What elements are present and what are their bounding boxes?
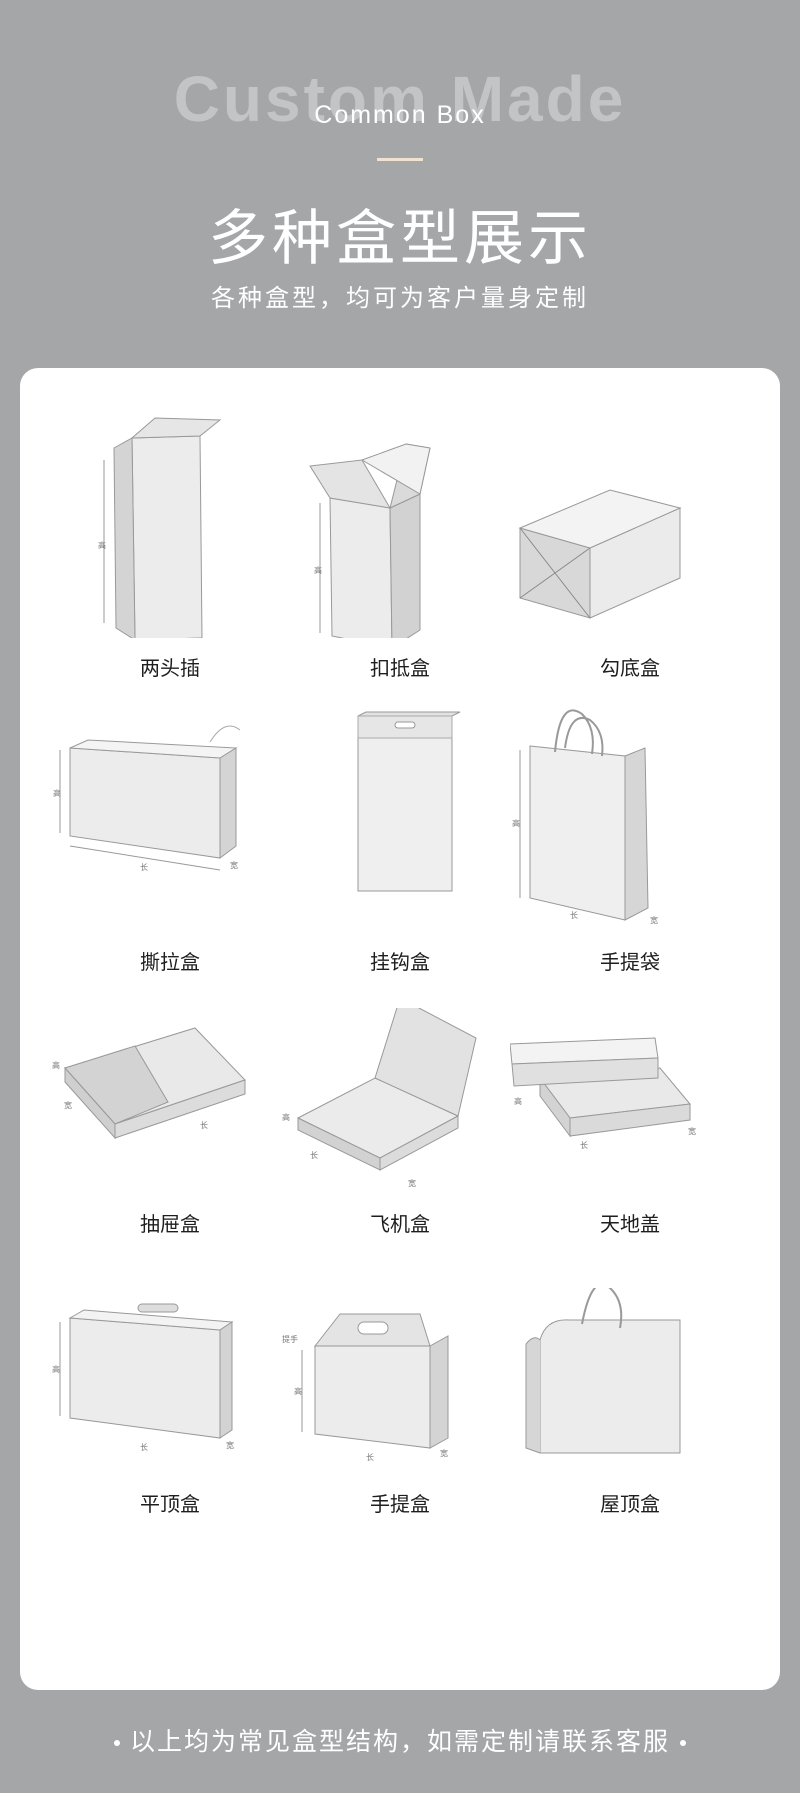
- dim-length-label: 长: [140, 1442, 148, 1452]
- box-label: 抽屉盒: [140, 1212, 200, 1236]
- box-card-gable-top: 屋顶盒: [510, 1288, 750, 1588]
- dim-height-label: 高: [52, 1364, 60, 1374]
- dim-width-label: 宽: [650, 915, 658, 925]
- bullet-dot-icon: [680, 1740, 686, 1746]
- dim-height-label: 高: [512, 818, 520, 828]
- box-card-lid-base: 高 长 宽 天地盖: [510, 1008, 750, 1308]
- dim-height-label: 高: [314, 565, 322, 575]
- box-label: 手提盒: [370, 1492, 430, 1516]
- box-label: 扣抵盒: [370, 656, 430, 680]
- dim-width-label: 宽: [230, 860, 238, 870]
- dim-width-label: 宽: [688, 1126, 696, 1136]
- box-label: 撕拉盒: [140, 950, 200, 974]
- box-label: 屋顶盒: [600, 1492, 660, 1516]
- dim-length-label: 长: [570, 910, 578, 920]
- header: Custom Made Common Box 多种盒型展示 各种盒型，均可为客户…: [0, 0, 800, 360]
- box-card-lock-bottom: 高 扣抵盒: [280, 408, 520, 708]
- title-divider: [377, 158, 423, 161]
- footer-text: 以上均为常见盒型结构，如需定制请联系客服: [129, 1727, 670, 1756]
- box-gallery-panel: 高 两头插 高 扣抵盒 勾底盒: [20, 368, 780, 1690]
- dim-width-label: 宽: [64, 1100, 72, 1110]
- box-label: 飞机盒: [370, 1212, 430, 1236]
- page-title: 多种盒型展示: [208, 204, 592, 274]
- dim-handle-label: 提手: [282, 1334, 298, 1344]
- box-card-drawer: 高 宽 长 抽屉盒: [50, 1008, 290, 1308]
- box-card-handle-box: 提手 高 长 宽 手提盒: [280, 1288, 520, 1588]
- dim-height-label: 高: [53, 788, 61, 798]
- dim-width-label: 宽: [440, 1448, 448, 1458]
- box-card-flat-top: 高 长 宽 平顶盒: [50, 1288, 290, 1588]
- hanger-box-icon: [357, 711, 461, 892]
- section-label: Common Box: [314, 101, 486, 129]
- dim-height-label: 高: [514, 1096, 522, 1106]
- gable-top-box-icon: [525, 1288, 681, 1454]
- tuck-end-box-icon: 高: [98, 417, 222, 638]
- hook-bottom-box-icon: [518, 489, 682, 619]
- bullet-dot-icon: [113, 1740, 120, 1746]
- lock-bottom-box-icon: 高: [309, 443, 431, 638]
- dim-width-label: 宽: [226, 1440, 234, 1450]
- dim-length-label: 长: [580, 1140, 588, 1150]
- box-card-hook-bottom: 勾底盒: [510, 408, 750, 708]
- page-subtitle: 各种盒型，均可为客户量身定制: [211, 284, 589, 312]
- box-card-tuck-end: 高 两头插: [50, 408, 290, 708]
- dim-length-label: 长: [310, 1150, 318, 1160]
- tear-strip-box-icon: 高 长 宽: [53, 725, 241, 872]
- paper-bag-icon: 高 长 宽: [512, 709, 658, 925]
- box-label: 挂钩盒: [370, 950, 430, 974]
- box-label: 勾底盒: [600, 656, 660, 680]
- handle-box-icon: 提手 高 长 宽: [282, 1313, 449, 1462]
- dim-length-label: 长: [366, 1452, 374, 1462]
- footer-note: 以上均为常见盒型结构，如需定制请联系客服: [0, 1722, 800, 1758]
- box-label: 平顶盒: [140, 1492, 200, 1516]
- dim-length-label: 长: [140, 862, 148, 872]
- lid-base-box-icon: 高 长 宽: [510, 1037, 696, 1150]
- dim-height-label: 高: [282, 1112, 290, 1122]
- box-card-paper-bag: 高 长 宽 手提袋: [510, 708, 750, 1008]
- box-label: 手提袋: [600, 950, 660, 974]
- box-label: 天地盖: [600, 1212, 660, 1236]
- box-card-hanger: 挂钩盒: [280, 708, 520, 1008]
- dim-height-label: 高: [294, 1386, 302, 1396]
- drawer-box-icon: 高 宽 长: [52, 1027, 246, 1140]
- box-label: 两头插: [140, 656, 200, 680]
- dim-height-label: 高: [98, 540, 106, 550]
- dim-height-label: 高: [52, 1060, 60, 1070]
- flat-top-box-icon: 高 长 宽: [52, 1303, 234, 1452]
- mailer-box-icon: 高 长 宽: [282, 1008, 477, 1188]
- dim-width-label: 宽: [408, 1178, 416, 1188]
- background-title: Custom Made: [173, 63, 627, 135]
- box-card-tear-strip: 高 长 宽 撕拉盒: [50, 708, 290, 1008]
- box-card-mailer: 高 长 宽 飞机盒: [280, 1008, 520, 1308]
- dim-length-label: 长: [200, 1120, 208, 1130]
